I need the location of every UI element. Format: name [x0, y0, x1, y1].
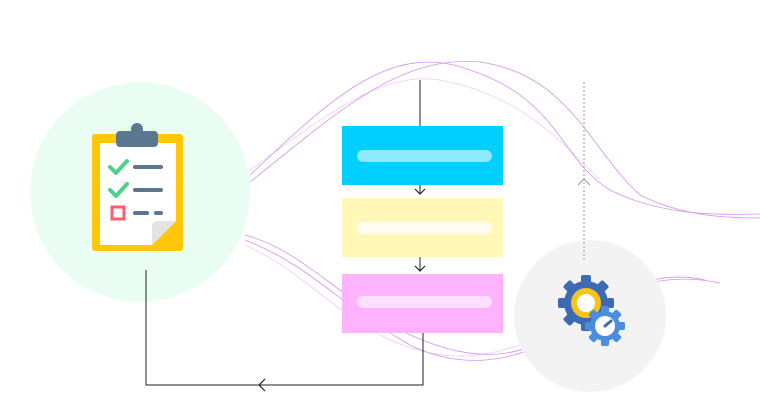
step-3: [342, 274, 503, 333]
curve-top-2: [249, 60, 760, 219]
step-2-bar: [357, 222, 492, 234]
curve-top-3: [249, 78, 601, 181]
clipboard-checklist-icon: [92, 123, 183, 251]
down-arrow-icon: [414, 188, 426, 195]
step-2: [342, 198, 503, 257]
left-arrow-icon: [258, 378, 266, 392]
step-1: [342, 126, 503, 185]
gears-icon: [558, 275, 625, 346]
down-arrow-icon: [414, 265, 426, 272]
step-1-bar: [357, 150, 492, 162]
curve-bottom-3: [244, 244, 521, 357]
dotted-up-arrow-icon: [577, 178, 591, 186]
step-3-bar: [357, 296, 492, 308]
curve-top-1: [249, 61, 760, 215]
decorative-curves: [244, 60, 760, 361]
return-loop-line: [145, 270, 424, 386]
